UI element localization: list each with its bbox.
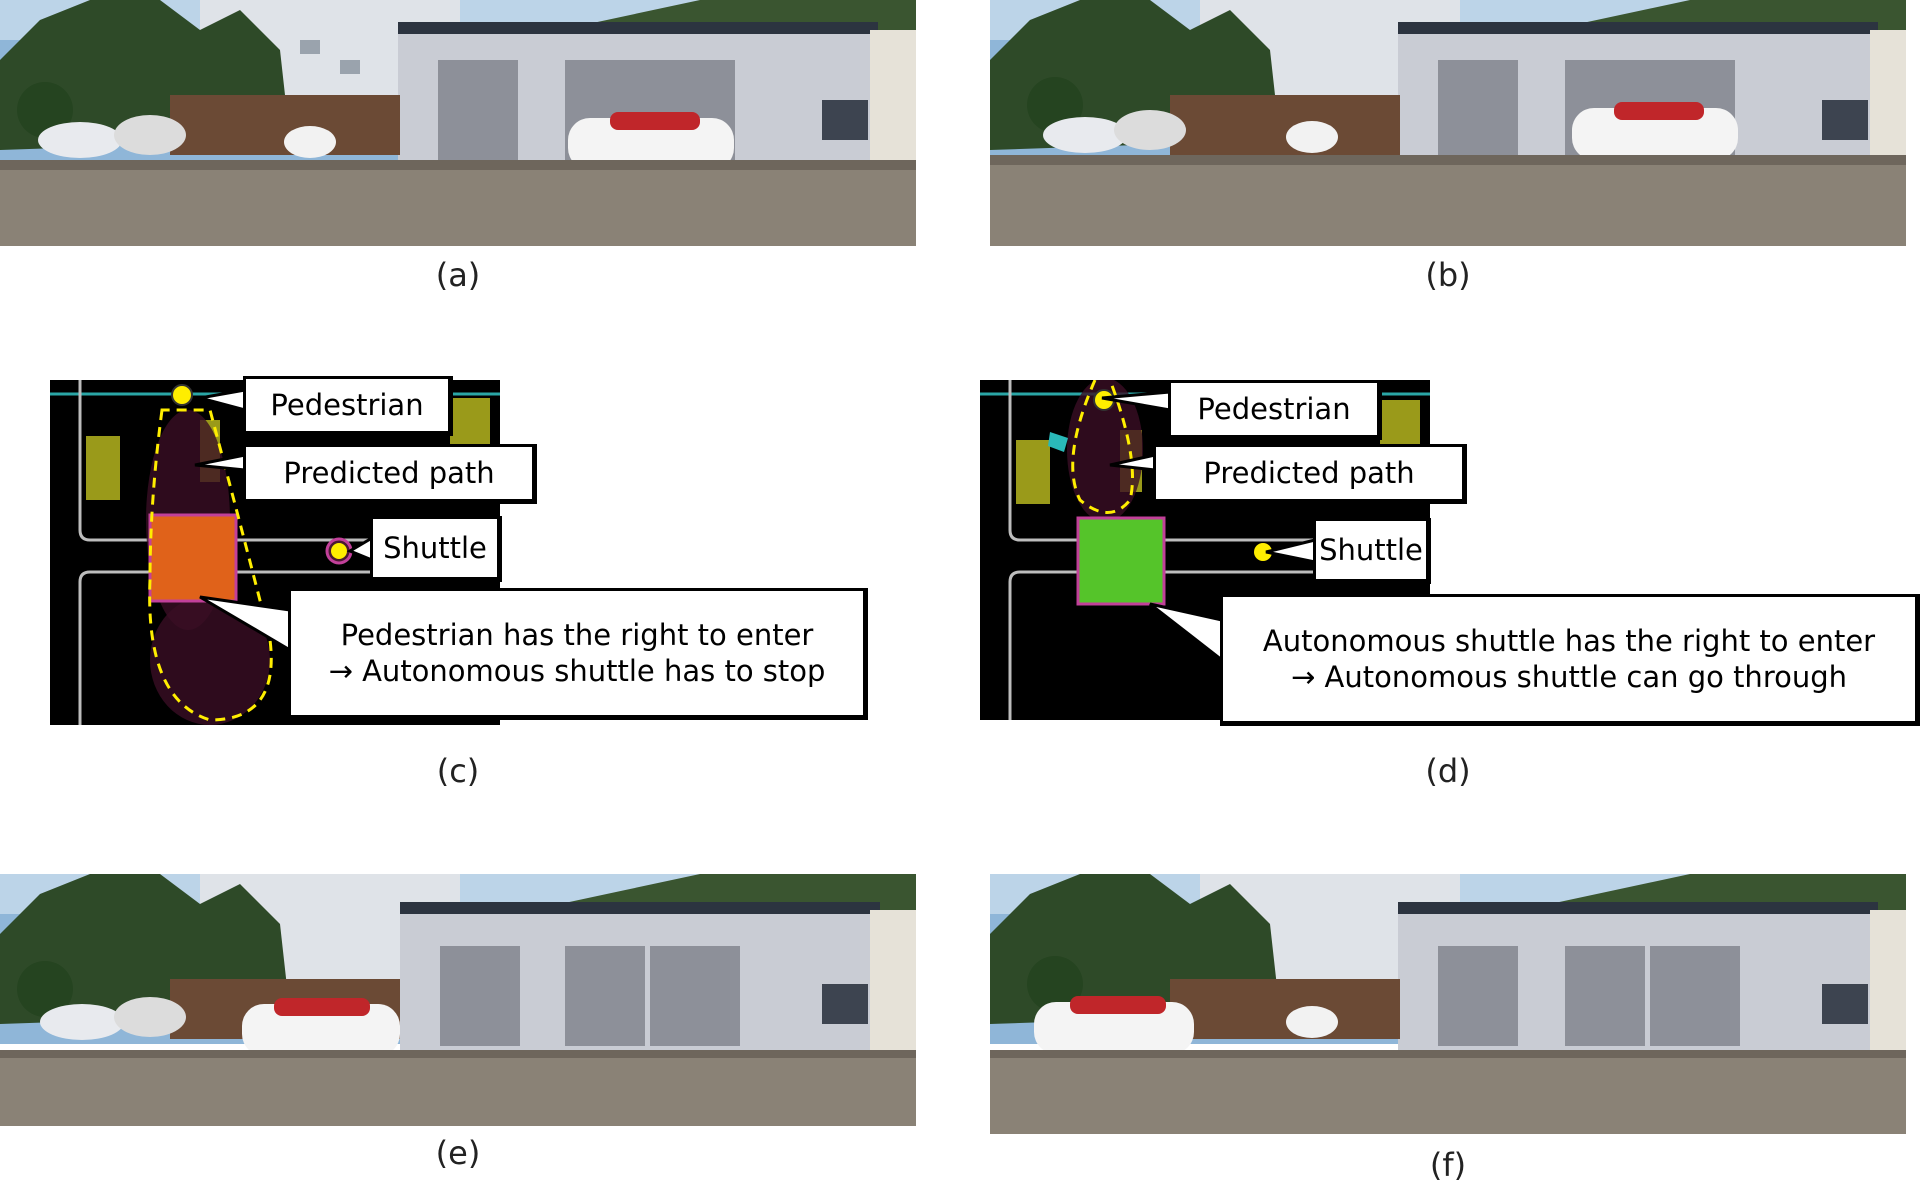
caption-d: (d) — [1425, 752, 1471, 790]
photo-panel-e — [0, 874, 916, 1126]
message-line-2-c: → Autonomous shuttle has to stop — [328, 654, 826, 688]
conflict-zone-c — [148, 513, 238, 603]
caption-a: (a) — [435, 256, 481, 294]
caption-e: (e) — [435, 1134, 481, 1172]
photo-scene-a — [0, 0, 916, 246]
pedestrian-callout-c: Pedestrian — [243, 376, 453, 436]
pedestrian-dot-d — [1093, 389, 1115, 411]
photo-panel-a — [0, 0, 916, 246]
map-panel-c — [50, 380, 500, 725]
predicted-path-d — [1071, 380, 1134, 514]
photo-panel-f — [990, 874, 1906, 1134]
message-callout-d: Autonomous shuttle has the right to ente… — [1220, 594, 1920, 726]
shuttle-dot-d — [1254, 543, 1272, 561]
photo-scene-b — [990, 0, 1906, 246]
shuttle-dot-c — [331, 543, 347, 559]
shuttle-callout-c: Shuttle — [370, 516, 502, 582]
photo-scene-e — [0, 874, 916, 1126]
caption-c: (c) — [436, 752, 480, 790]
caption-b: (b) — [1425, 256, 1471, 294]
predicted-path-c — [148, 408, 273, 722]
message-line-2-d: → Autonomous shuttle can go through — [1290, 660, 1848, 694]
message-line-1-d: Autonomous shuttle has the right to ente… — [1262, 624, 1876, 658]
caption-f: (f) — [1429, 1146, 1467, 1184]
message-line-1-c: Pedestrian has the right to enter — [340, 618, 814, 652]
pedestrian-dot-c — [171, 384, 193, 406]
photo-scene-f — [990, 874, 1906, 1134]
path-callout-c: Predicted path — [243, 444, 537, 504]
conflict-zone-d — [1076, 516, 1166, 606]
shuttle-callout-d: Shuttle — [1313, 518, 1431, 584]
photo-panel-b — [990, 0, 1906, 246]
message-callout-c: Pedestrian has the right to enter → Auto… — [288, 588, 868, 720]
pedestrian-callout-d: Pedestrian — [1168, 380, 1382, 440]
path-callout-d: Predicted path — [1153, 444, 1467, 504]
